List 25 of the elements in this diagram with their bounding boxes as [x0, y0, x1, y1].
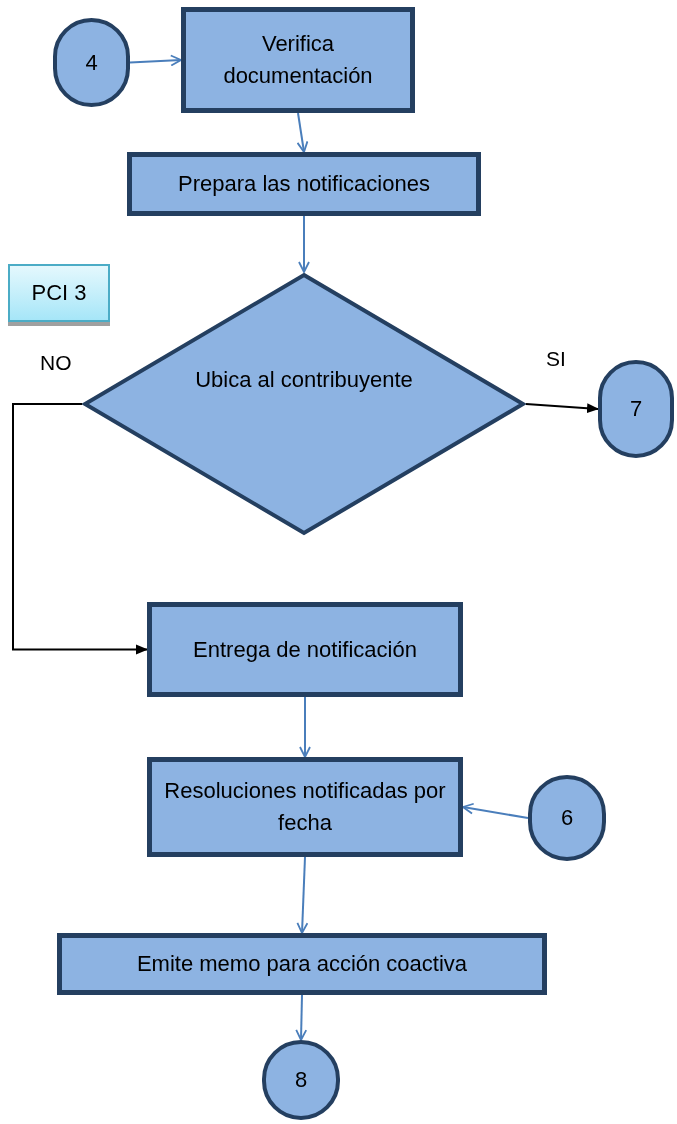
node-text: 8	[294, 1066, 308, 1095]
arrow	[299, 696, 311, 758]
node-text: Entrega de notificación	[193, 635, 417, 664]
node-text: PCI 3	[31, 279, 87, 308]
node-text: Emite memo para acción coactiva	[136, 950, 468, 979]
arrow	[298, 215, 310, 273]
node-text: 4	[85, 48, 98, 77]
node-text: Verifica documentación	[222, 30, 374, 90]
arrow	[295, 994, 308, 1041]
arrow	[296, 856, 309, 934]
arrow	[296, 112, 309, 153]
node-text: Prepara las notificaciones	[178, 170, 430, 199]
arrow	[129, 54, 182, 67]
arrow	[525, 403, 599, 414]
process-box	[147, 602, 463, 697]
process-box	[147, 757, 463, 857]
process-box	[57, 933, 547, 995]
arrow	[12, 403, 148, 655]
process-box	[127, 152, 481, 216]
node-text: Resoluciones notificadas por fecha	[163, 777, 447, 837]
node-text: 6	[560, 804, 574, 833]
arrow	[462, 802, 529, 819]
node-text: Ubica al contribuyente	[195, 366, 413, 395]
node-text: 7	[629, 395, 643, 424]
process-box	[181, 7, 415, 113]
